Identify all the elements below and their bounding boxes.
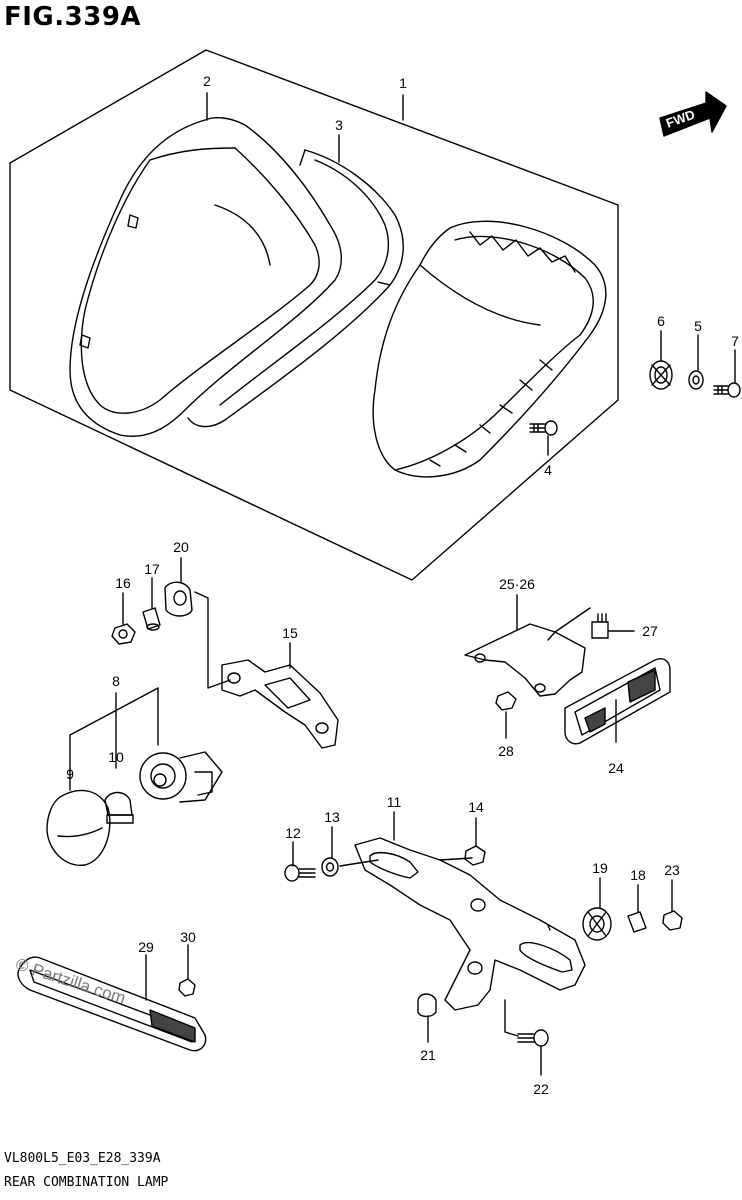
callout-30: 30 [180,929,196,945]
callout-19: 19 [592,860,608,876]
callout-29: 29 [138,939,154,955]
callout-20: 20 [173,539,189,555]
part-1-lens-housing [372,220,607,478]
part-2-bezel [69,117,342,437]
callout-18: 18 [630,867,646,883]
callout-25-26: 25·26 [499,576,535,592]
part-17-collar [142,607,161,631]
callout-27: 27 [642,623,658,639]
callout-3: 3 [335,117,343,133]
part-3-gasket [187,149,404,428]
part-13-washer [321,857,339,877]
part-20-grommet [164,581,193,617]
part-22-bolt [504,999,549,1047]
part-30-nut [178,978,196,997]
part-15-bracket [221,659,339,749]
part-10-bulb [104,791,134,824]
leader-8-bracket [69,687,159,791]
callout-8: 8 [112,673,120,689]
figure-title: FIG.339A [4,2,142,32]
callout-13: 13 [324,809,340,825]
assembly-lines-15 [194,591,231,689]
part-7-screw [713,382,741,398]
part-23-nut [662,910,683,931]
callout-4: 4 [544,462,552,478]
part-16-nut [111,623,136,645]
callout-17: 17 [144,561,160,577]
part-4-screw [529,420,558,436]
figure-name: REAR COMBINATION LAMP [4,1175,169,1190]
callout-15: 15 [282,625,298,641]
part-18-collar [627,911,647,933]
part-19-grommet [582,907,612,941]
callout-21: 21 [420,1047,436,1063]
part-24-reflector [564,658,671,745]
assembly-line-13 [339,859,379,867]
part-27-screw [591,613,609,639]
callout-12: 12 [285,825,301,841]
callout-10: 10 [108,749,124,765]
callout-22: 22 [533,1081,549,1097]
callout-23: 23 [664,862,680,878]
callout-16: 16 [115,575,131,591]
part-8-socket [139,751,223,803]
part-29-side-reflector [17,956,207,1052]
callout-28: 28 [498,743,514,759]
figure-code: VL800L5_E03_E28_339A [4,1151,161,1166]
callout-7: 7 [731,333,739,349]
part-14-nut [464,845,486,866]
callout-2: 2 [203,73,211,89]
fwd-arrow-icon [659,91,727,137]
callout-11: 11 [387,794,402,810]
part-6-grommet [649,360,673,390]
callout-5: 5 [694,318,702,334]
part-28-nut [495,691,517,711]
callout-9: 9 [66,766,74,782]
assembly-1-outline [9,49,619,581]
part-11-bracket [354,837,586,1011]
part-12-bolt [284,864,316,882]
part-21-cap [417,993,437,1018]
callout-1: 1 [399,75,407,91]
callout-6: 6 [657,313,665,329]
callout-14: 14 [468,799,484,815]
part-5-washer [688,370,704,390]
part-25-26-bracket [464,607,591,697]
part-9-turn-lens [46,789,111,866]
callout-24: 24 [608,760,624,776]
